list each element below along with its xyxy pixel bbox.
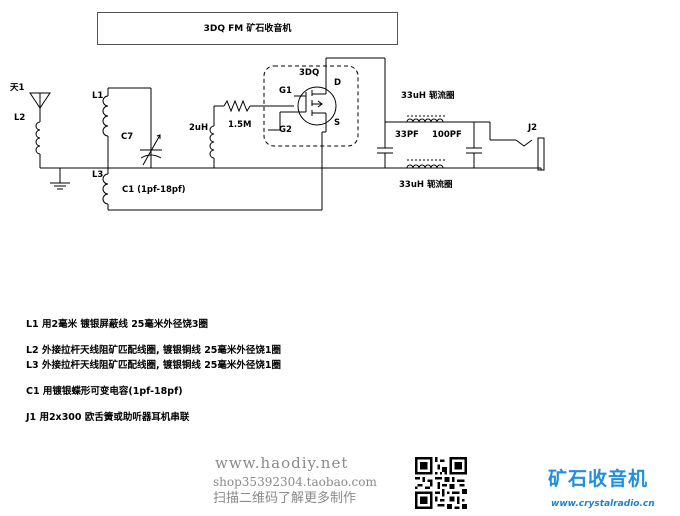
j2-jack xyxy=(515,137,545,171)
source-label: S xyxy=(334,118,341,128)
j2-label: J2 xyxy=(528,123,538,133)
g2-label: G2 xyxy=(279,125,292,135)
note-j1: J1 用2x300 欧舌簧或助听器耳机串联 xyxy=(26,412,190,423)
cap-33pf xyxy=(377,122,393,168)
note-l2: L2 外接拉杆天线阻矿匹配线圈, 镀银铜线 25毫米外径饶1圈 xyxy=(26,345,282,356)
resistor-1-5m xyxy=(223,99,294,113)
l3-label: L3 xyxy=(92,170,104,180)
l3-coil xyxy=(102,168,109,205)
c7-variable-capacitor xyxy=(140,134,162,166)
drain-label: D xyxy=(334,78,342,88)
resistor-label: 1.5M xyxy=(228,120,252,130)
inductor-2uh-label: 2uH xyxy=(189,123,209,133)
watermark-shop: shop35392304.taobao.com xyxy=(213,475,377,489)
note-l1: L1 用2毫米 镀银屏蔽线 25毫米外径饶3圈 xyxy=(26,319,209,330)
fet-label: 3DQ xyxy=(299,68,320,78)
ground-symbol xyxy=(50,168,70,190)
choke-bottom-label: 33uH 轭流圈 xyxy=(399,180,453,190)
antenna-symbol xyxy=(29,92,51,122)
brand-logo: 矿石收音机 xyxy=(548,468,649,490)
l1-coil xyxy=(102,88,109,168)
inductor-2uh xyxy=(209,105,224,168)
l1-label: L1 xyxy=(92,91,104,101)
choke-top-label: 33uH 轭流圈 xyxy=(401,91,455,101)
c1-label: C1 (1pf-18pf) xyxy=(122,185,186,195)
qr-code-icon xyxy=(415,457,467,509)
diagram-title: 3DQ FM 矿石收音机 xyxy=(97,12,398,45)
watermark-site: www.haodiy.net xyxy=(215,454,349,472)
cap-100pf xyxy=(466,122,482,168)
choke-bottom xyxy=(406,159,445,169)
cap-33pf-label: 33PF xyxy=(395,130,419,140)
antenna-label: 天1 xyxy=(10,83,25,93)
g1-label: G1 xyxy=(279,86,292,96)
l2-label: L2 xyxy=(14,113,26,123)
fet-enclosure xyxy=(263,65,359,147)
l2-coil xyxy=(35,121,108,169)
cap-100pf-label: 100PF xyxy=(432,130,462,140)
note-c1: C1 用镀银蝶形可变电容(1pf-18pf) xyxy=(26,386,183,397)
watermark-scan: 扫描二维码了解更多制作 xyxy=(213,491,357,506)
note-l3: L3 外接拉杆天线阻矿匹配线圈, 镀银铜线 25毫米外径饶1圈 xyxy=(26,360,282,371)
fet-3dq-symbol xyxy=(268,80,337,132)
choke-top xyxy=(406,115,445,123)
c7-label: C7 xyxy=(121,132,134,142)
brand-url: www.crystalradio.cn xyxy=(551,499,655,509)
